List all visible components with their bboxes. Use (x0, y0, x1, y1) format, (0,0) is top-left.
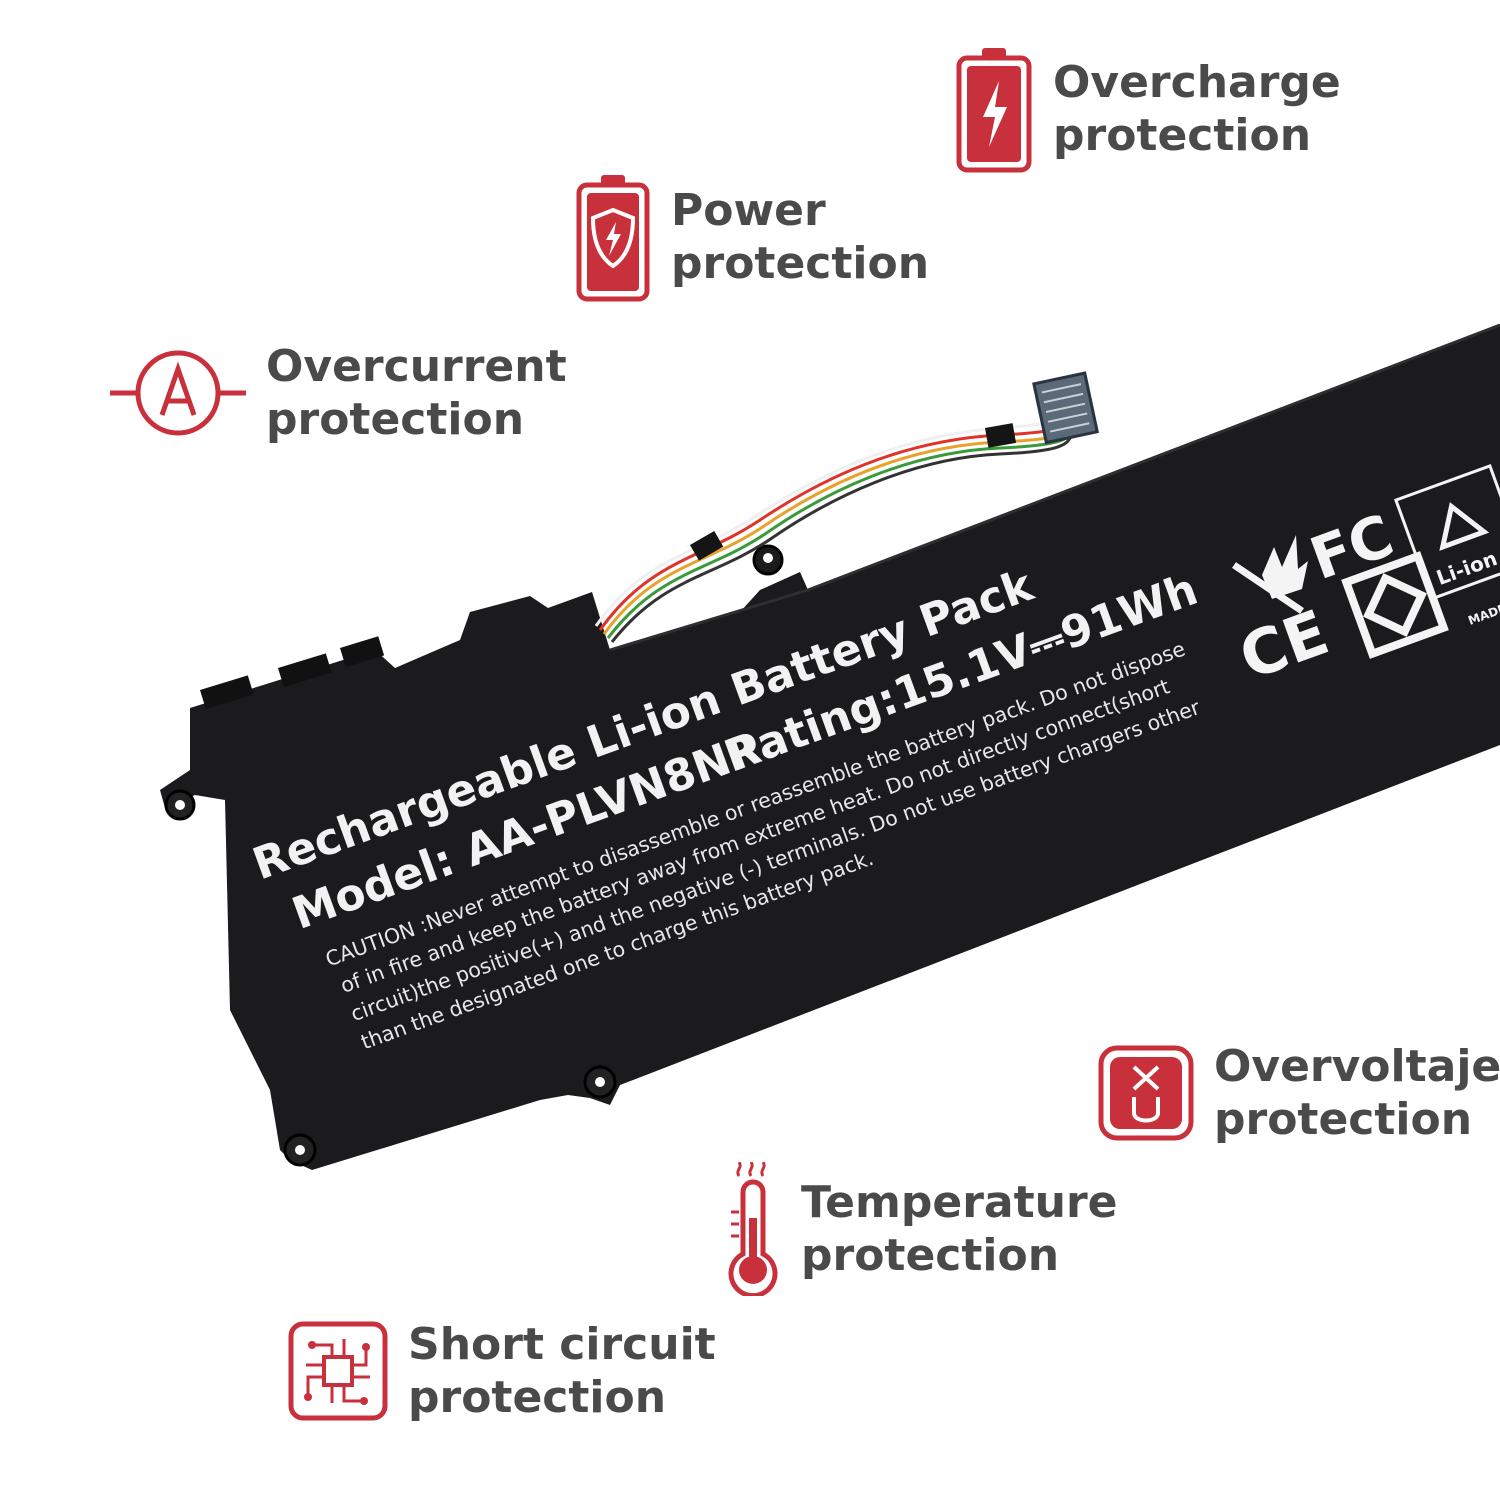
battery-bolt-icon (955, 45, 1033, 173)
feature-temperature: Temperature protection (725, 1162, 1118, 1296)
feature-short-circuit-line1: Short circuit (408, 1319, 716, 1370)
feature-power: Power protection (575, 172, 929, 302)
ammeter-icon (110, 341, 246, 445)
battery-body (160, 325, 1500, 1170)
feature-power-line1: Power (671, 185, 826, 236)
feature-temperature-line2: protection (801, 1230, 1060, 1281)
feature-temperature-line1: Temperature (801, 1177, 1118, 1228)
feature-overcharge-line2: protection (1053, 110, 1312, 161)
feature-overvoltage-line1: Overvoltaje (1214, 1041, 1500, 1092)
feature-overcurrent: Overcurrent protection (110, 340, 567, 446)
feature-overvoltage: Overvoltaje protection (1098, 1040, 1500, 1146)
flammable-icon (1232, 535, 1308, 614)
feature-overcurrent-line1: Overcurrent (266, 341, 567, 392)
feature-overcurrent-line2: protection (266, 394, 525, 445)
voltage-icon (1098, 1045, 1194, 1141)
connector-plug (1032, 371, 1100, 445)
battery-shield-icon (575, 172, 651, 302)
feature-short-circuit: Short circuit protection (288, 1318, 716, 1424)
feature-power-line2: protection (671, 238, 930, 289)
feature-overcharge: Overcharge protection (955, 45, 1341, 173)
circuit-chip-icon (288, 1321, 388, 1421)
feature-short-circuit-line2: protection (408, 1372, 667, 1423)
feature-overvoltage-line2: protection (1214, 1094, 1473, 1145)
thermometer-icon (725, 1162, 781, 1296)
feature-overcharge-line1: Overcharge (1053, 57, 1341, 108)
